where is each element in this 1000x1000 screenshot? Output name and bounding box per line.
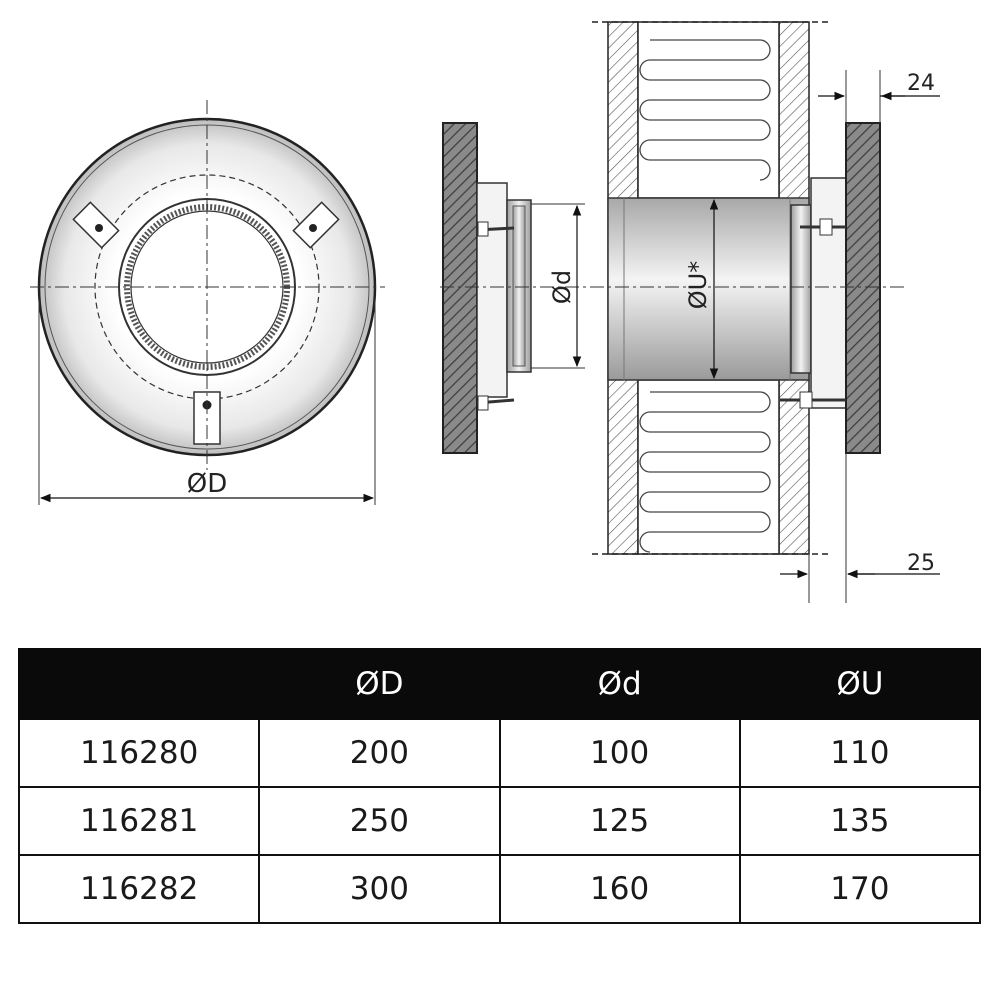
header-od: ØD [258, 648, 501, 720]
screw-top-left [476, 221, 515, 237]
technical-drawing: ØD [30, 21, 940, 603]
fixing-tab-right [292, 201, 340, 249]
table-row: 116282 300 160 170 [17, 854, 982, 924]
flange-thickness-label: 24 [907, 71, 935, 96]
left-flange [442, 122, 478, 454]
cell-od: 250 [258, 786, 501, 856]
dimensions-table: ØD Ød ØU 116280 200 100 110 116281 250 1… [17, 648, 982, 924]
cell-d: 160 [498, 854, 741, 924]
cell-u: 135 [738, 786, 982, 856]
cell-article: 116280 [17, 718, 261, 788]
valve-ring-right [790, 204, 812, 374]
cell-od: 200 [258, 718, 501, 788]
u-dimension-label: ØU* [684, 261, 712, 309]
ring-depth-label: 25 [907, 551, 935, 576]
cell-od: 300 [258, 854, 501, 924]
table-header-row: ØD Ød ØU [17, 648, 982, 720]
table-row: 116281 250 125 135 [17, 786, 982, 856]
table-row: 116280 200 100 110 [17, 718, 982, 788]
screw-top-right [800, 218, 846, 236]
right-flange [845, 122, 881, 454]
cell-d: 100 [498, 718, 741, 788]
front-view: ØD [30, 100, 385, 505]
duct-pipe [607, 197, 810, 381]
cell-d: 125 [498, 786, 741, 856]
cell-u: 170 [738, 854, 982, 924]
fixing-tab-left [72, 201, 120, 249]
cell-article: 116282 [17, 854, 261, 924]
cell-article: 116281 [17, 786, 261, 856]
header-u: ØU [738, 648, 982, 720]
header-d: Ød [498, 648, 741, 720]
side-view: Ød ØU* 24 25 [440, 21, 940, 603]
cell-u: 110 [738, 718, 982, 788]
od-dimension-label: ØD [187, 469, 228, 499]
screw-bottom-right [780, 391, 846, 409]
screw-bottom-left [476, 395, 515, 411]
d-dimension-label: Ød [548, 270, 576, 304]
header-article [17, 648, 261, 720]
